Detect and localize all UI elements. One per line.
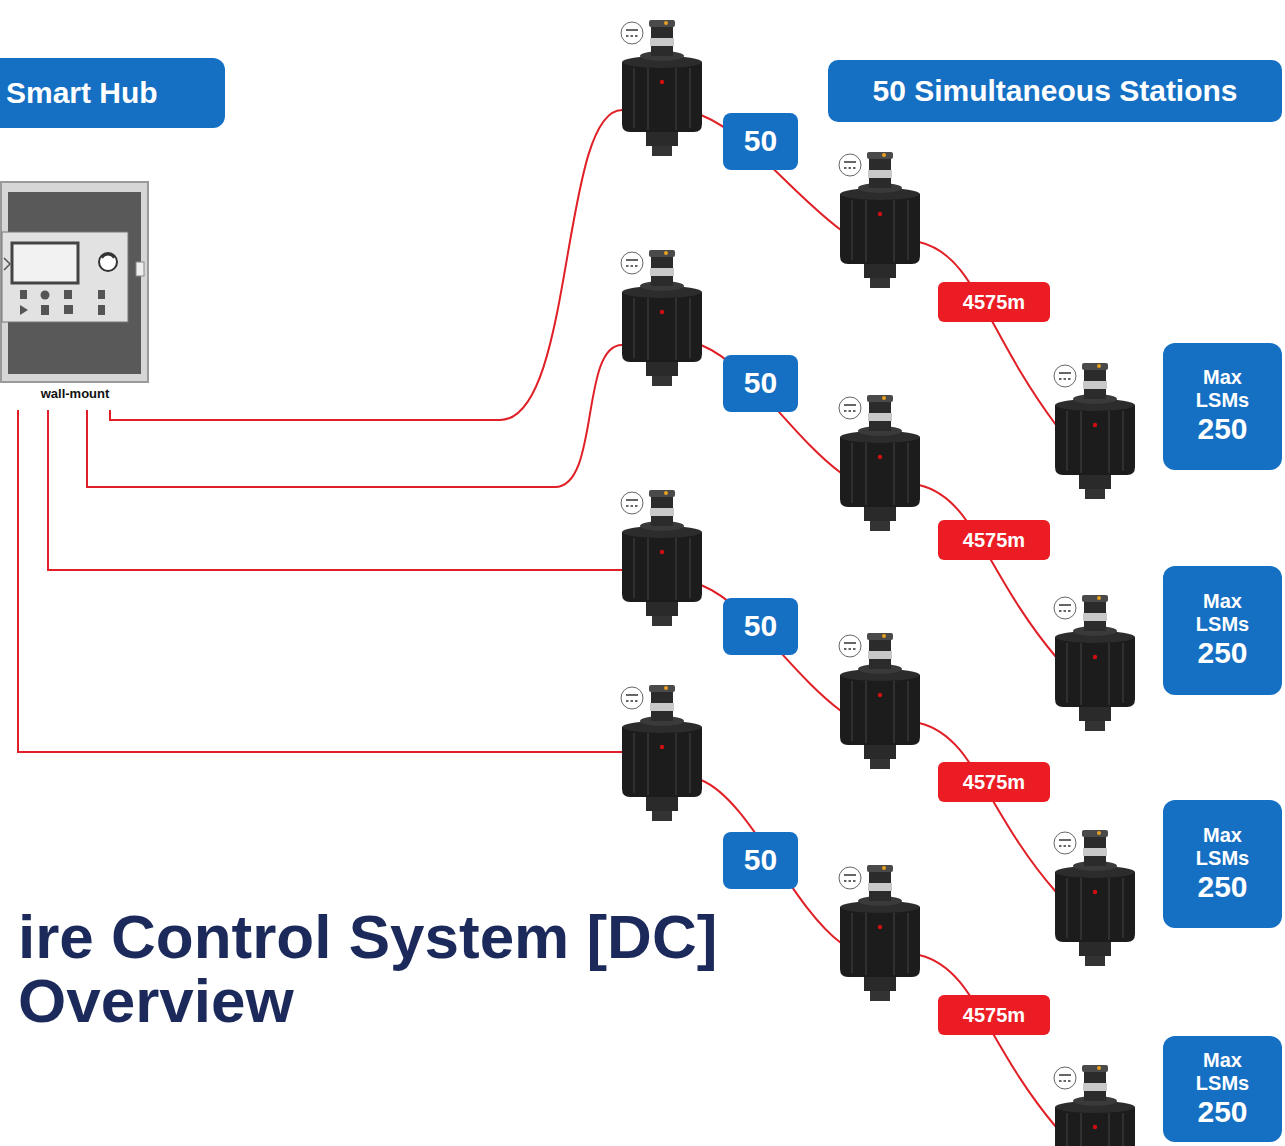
max-lsm-text: Max LSMs: [1187, 590, 1259, 636]
rotor-sprinkler: [839, 152, 920, 288]
max-lsm-text: 250: [1197, 870, 1247, 905]
rotor-sprinkler: [621, 490, 702, 626]
rotor-sprinkler: [621, 685, 702, 821]
rotor-sprinkler: [621, 20, 702, 156]
two-wire-path: [701, 345, 841, 473]
rotor-sprinkler: [839, 865, 920, 1001]
station-count: 50: [744, 843, 777, 878]
controller-housing: [1, 182, 148, 382]
two-wire-path: [701, 585, 841, 711]
controller-illustration: [1, 182, 148, 382]
stations-banner: 50 Simultaneous Stations: [828, 60, 1282, 122]
controller-button: [64, 305, 73, 314]
two-wire-path: [87, 345, 622, 487]
controller-dial-mark: [102, 255, 114, 258]
two-wire-path: [919, 723, 1056, 892]
two-wire-path: [48, 410, 622, 570]
max-lsm-box: Max LSMs250: [1163, 800, 1282, 928]
controller-dial: [99, 253, 117, 271]
rotor-sprinkler: [621, 250, 702, 386]
station-count: 50: [744, 366, 777, 401]
station-count-box: 50: [723, 113, 798, 170]
cable-length: 4575m: [963, 529, 1025, 552]
station-count: 50: [744, 124, 777, 159]
controller-button: [20, 290, 27, 299]
station-count-box: 50: [723, 832, 798, 889]
controller-arrow: [4, 258, 10, 270]
controller-button: [41, 305, 49, 315]
hub-label-box: Smart Hub: [0, 58, 225, 128]
cable-length: 4575m: [963, 1004, 1025, 1027]
controller-faceplate: [2, 232, 128, 322]
two-wire-path: [701, 780, 841, 943]
station-count-box: 50: [723, 355, 798, 412]
rotor-sprinkler: [1054, 595, 1135, 731]
controller-button: [98, 305, 105, 315]
controller-buttons: [20, 290, 105, 315]
max-lsm-box: Max LSMs250: [1163, 1036, 1282, 1142]
cable-length: 4575m: [963, 771, 1025, 794]
rotor-sprinkler: [839, 633, 920, 769]
max-lsm-box: Max LSMs250: [1163, 343, 1282, 470]
banner-text: 50 Simultaneous Stations: [872, 74, 1237, 109]
max-lsm-text: 250: [1197, 1095, 1247, 1130]
two-wire-paths: [18, 110, 1056, 1127]
controller-button: [64, 290, 72, 299]
two-wire-path: [18, 410, 622, 752]
controller-button: [98, 290, 105, 299]
controller-screen: [12, 243, 78, 283]
max-lsm-text: Max LSMs: [1187, 824, 1259, 870]
station-count: 50: [744, 609, 777, 644]
two-wire-path: [701, 115, 841, 230]
hub-name: Smart Hub: [6, 76, 158, 111]
two-wire-path: [919, 485, 1056, 657]
station-count-box: 50: [723, 598, 798, 655]
rotor-sprinkler: [839, 395, 920, 531]
cable-length-box: 4575m: [938, 995, 1050, 1035]
controller-button: [20, 305, 28, 315]
two-wire-path: [110, 110, 622, 420]
mount-label: wall-mount: [0, 386, 150, 401]
two-wire-path: [919, 955, 1056, 1127]
max-lsm-text: Max LSMs: [1187, 366, 1259, 412]
rotor-sprinkler: [1054, 363, 1135, 499]
max-lsm-text: 250: [1197, 412, 1247, 447]
cable-length: 4575m: [963, 291, 1025, 314]
cable-length-box: 4575m: [938, 762, 1050, 802]
max-lsm-box: Max LSMs250: [1163, 566, 1282, 695]
two-wire-path: [919, 242, 1056, 425]
rotor-sprinkler: [1054, 1065, 1135, 1146]
controller-button: [41, 291, 50, 300]
max-lsm-text: 250: [1197, 636, 1247, 671]
rotor-sprinkler: [1054, 830, 1135, 966]
controller-latch: [136, 262, 144, 276]
max-lsm-text: Max LSMs: [1187, 1049, 1259, 1095]
cable-length-box: 4575m: [938, 282, 1050, 322]
cable-length-box: 4575m: [938, 520, 1050, 560]
diagram-title: ire Control System [DC] Overview: [18, 905, 778, 1033]
